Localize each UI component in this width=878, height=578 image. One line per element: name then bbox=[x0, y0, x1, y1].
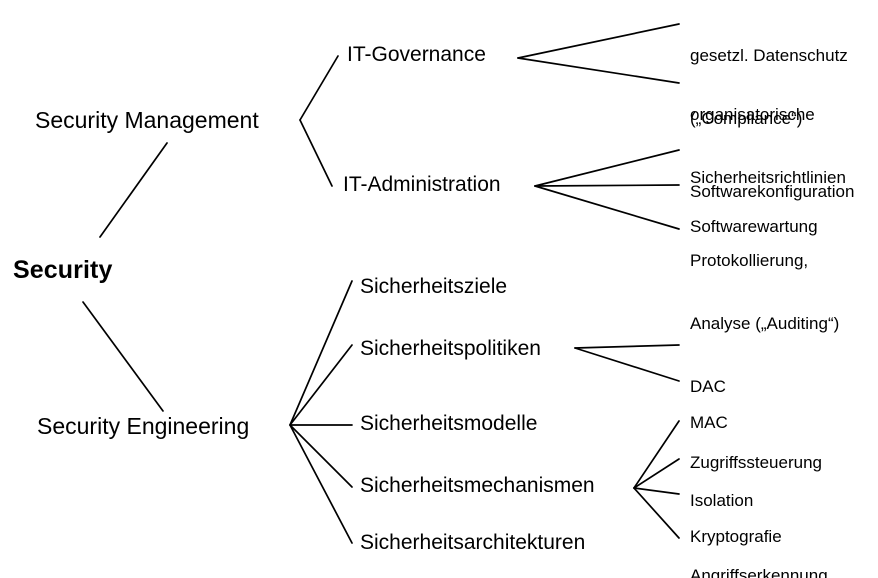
edge-it-administration-to-protokollierung bbox=[534, 185, 680, 230]
node-sicherheitsmechanismen[interactable]: Sicherheitsmechanismen bbox=[360, 474, 595, 497]
leaf-isolation[interactable]: Isolation bbox=[690, 450, 753, 554]
node-sicherheitsziele[interactable]: Sicherheitsziele bbox=[360, 275, 508, 298]
node-it-governance[interactable]: IT-Governance bbox=[347, 43, 486, 66]
leaf-line-1: DAC bbox=[690, 377, 726, 397]
leaf-line-1: Softwarewartung bbox=[690, 217, 818, 237]
node-sicherheitsarchitekturen[interactable]: Sicherheitsarchitekturen bbox=[360, 531, 586, 554]
leaf-line-1: MAC bbox=[690, 413, 728, 433]
node-security-engineering[interactable]: Security Engineering bbox=[37, 413, 250, 439]
leaf-mac[interactable]: MAC bbox=[690, 372, 728, 476]
edge-root-to-security-engineering bbox=[82, 301, 164, 412]
edge-security-management-to-it-administration bbox=[299, 119, 333, 187]
leaf-line-2: Analyse („Auditing“) bbox=[690, 313, 840, 333]
leaf-line-1: Kryptografie bbox=[690, 527, 782, 547]
edge-security-management-to-it-governance bbox=[299, 55, 339, 121]
leaf-softwarewartung[interactable]: Softwarewartung bbox=[690, 176, 818, 280]
node-it-administration[interactable]: IT-Administration bbox=[343, 173, 501, 196]
leaf-kryptografie[interactable]: Kryptografie bbox=[690, 486, 782, 578]
leaf-protokollierung-analyse[interactable]: Protokollierung, Analyse („Auditing“) bbox=[690, 210, 839, 376]
edge-root-to-security-management bbox=[99, 142, 168, 238]
edge-sicherheitspolitiken-to-mac bbox=[574, 347, 680, 382]
edge-sicherheitsmechanismen-to-angriffserkennung bbox=[633, 487, 680, 539]
edge-sicherheitspolitiken-to-dac bbox=[574, 344, 680, 349]
leaf-line-1: Angriffserkennung bbox=[690, 566, 828, 578]
edge-security-engineering-to-sicherheitsmechanismen bbox=[289, 424, 353, 488]
edge-it-administration-to-softwarekonfiguration bbox=[534, 149, 680, 187]
leaf-organisatorische-sicherheitsrichtlinien[interactable]: organisatorische Sicherheitsrichtlinien bbox=[690, 64, 846, 230]
edge-it-administration-to-softwarewartung bbox=[534, 184, 680, 187]
edge-sicherheitsmechanismen-to-kryptografie bbox=[633, 487, 680, 495]
leaf-line-2: Sicherheitsrichtlinien bbox=[690, 167, 846, 187]
node-security-root[interactable]: Security bbox=[13, 256, 113, 284]
leaf-softwarekonfiguration[interactable]: Softwarekonfiguration bbox=[690, 141, 854, 245]
leaf-angriffserkennung[interactable]: Angriffserkennung (Intrusion Detection) bbox=[690, 525, 843, 578]
edge-security-engineering-to-sicherheitsziele bbox=[289, 280, 353, 426]
edge-it-governance-to-gesetzl-datenschutz bbox=[517, 23, 680, 59]
node-sicherheitspolitiken[interactable]: Sicherheitspolitiken bbox=[360, 337, 541, 360]
leaf-line-1: Protokollierung, bbox=[690, 251, 809, 271]
node-security-management[interactable]: Security Management bbox=[35, 107, 259, 133]
leaf-line-1: Softwarekonfiguration bbox=[690, 182, 855, 202]
leaf-dac[interactable]: DAC bbox=[690, 336, 726, 440]
edge-it-governance-to-organisatorische bbox=[517, 57, 680, 84]
leaf-gesetzl-datenschutz[interactable]: gesetzl. Datenschutz („Compliance“) bbox=[690, 5, 848, 171]
leaf-line-1: gesetzl. Datenschutz bbox=[690, 46, 848, 66]
leaf-line-1: Zugriffssteuerung bbox=[690, 453, 822, 473]
leaf-line-1: organisatorische bbox=[690, 105, 815, 125]
edge-security-engineering-to-sicherheitsarchitekturen bbox=[289, 424, 353, 544]
edge-security-engineering-to-sicherheitspolitiken bbox=[289, 344, 353, 426]
leaf-line-1: Isolation bbox=[690, 491, 754, 511]
leaf-zugriffssteuerung[interactable]: Zugriffssteuerung bbox=[690, 412, 822, 516]
leaf-line-2: („Compliance“) bbox=[690, 108, 803, 128]
node-sicherheitsmodelle[interactable]: Sicherheitsmodelle bbox=[360, 412, 538, 435]
edge-sicherheitsmechanismen-to-zugriffssteuerung bbox=[633, 420, 680, 489]
edge-sicherheitsmechanismen-to-isolation bbox=[633, 458, 680, 489]
